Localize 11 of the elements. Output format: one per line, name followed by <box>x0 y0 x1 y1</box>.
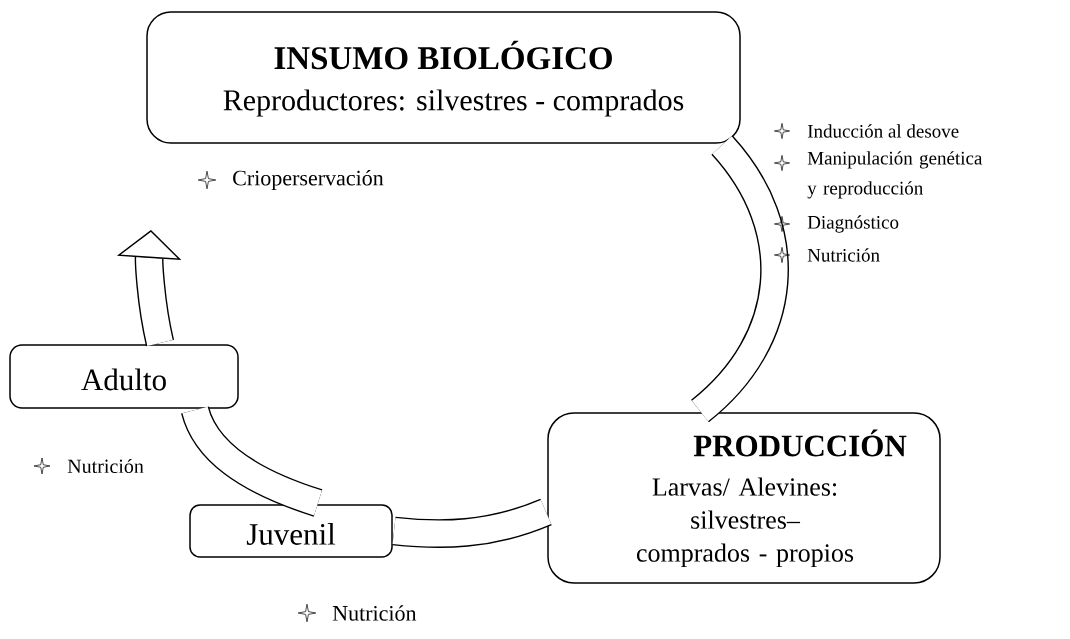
list-item: Nutrición <box>67 458 144 474</box>
list-item: Manipulación genética y reproducción <box>807 151 983 199</box>
process-box: INSUMO BIOLÓGICO Reproductores: silvestres - comprados <box>146 11 741 144</box>
list-item: Nutrición <box>807 248 880 262</box>
list-item: Diagnóstico <box>807 215 899 233</box>
process-box: Juvenil <box>189 504 393 558</box>
list-item: Nutrición <box>332 605 417 621</box>
list-item: Inducción al desove <box>807 124 959 138</box>
process-box: PRODUCCIÓN Larvas/ Alevines: silvestres– comprados - propios <box>547 412 941 584</box>
list-item: Crioperservación <box>233 170 384 190</box>
process-box: Adulto <box>9 344 239 409</box>
